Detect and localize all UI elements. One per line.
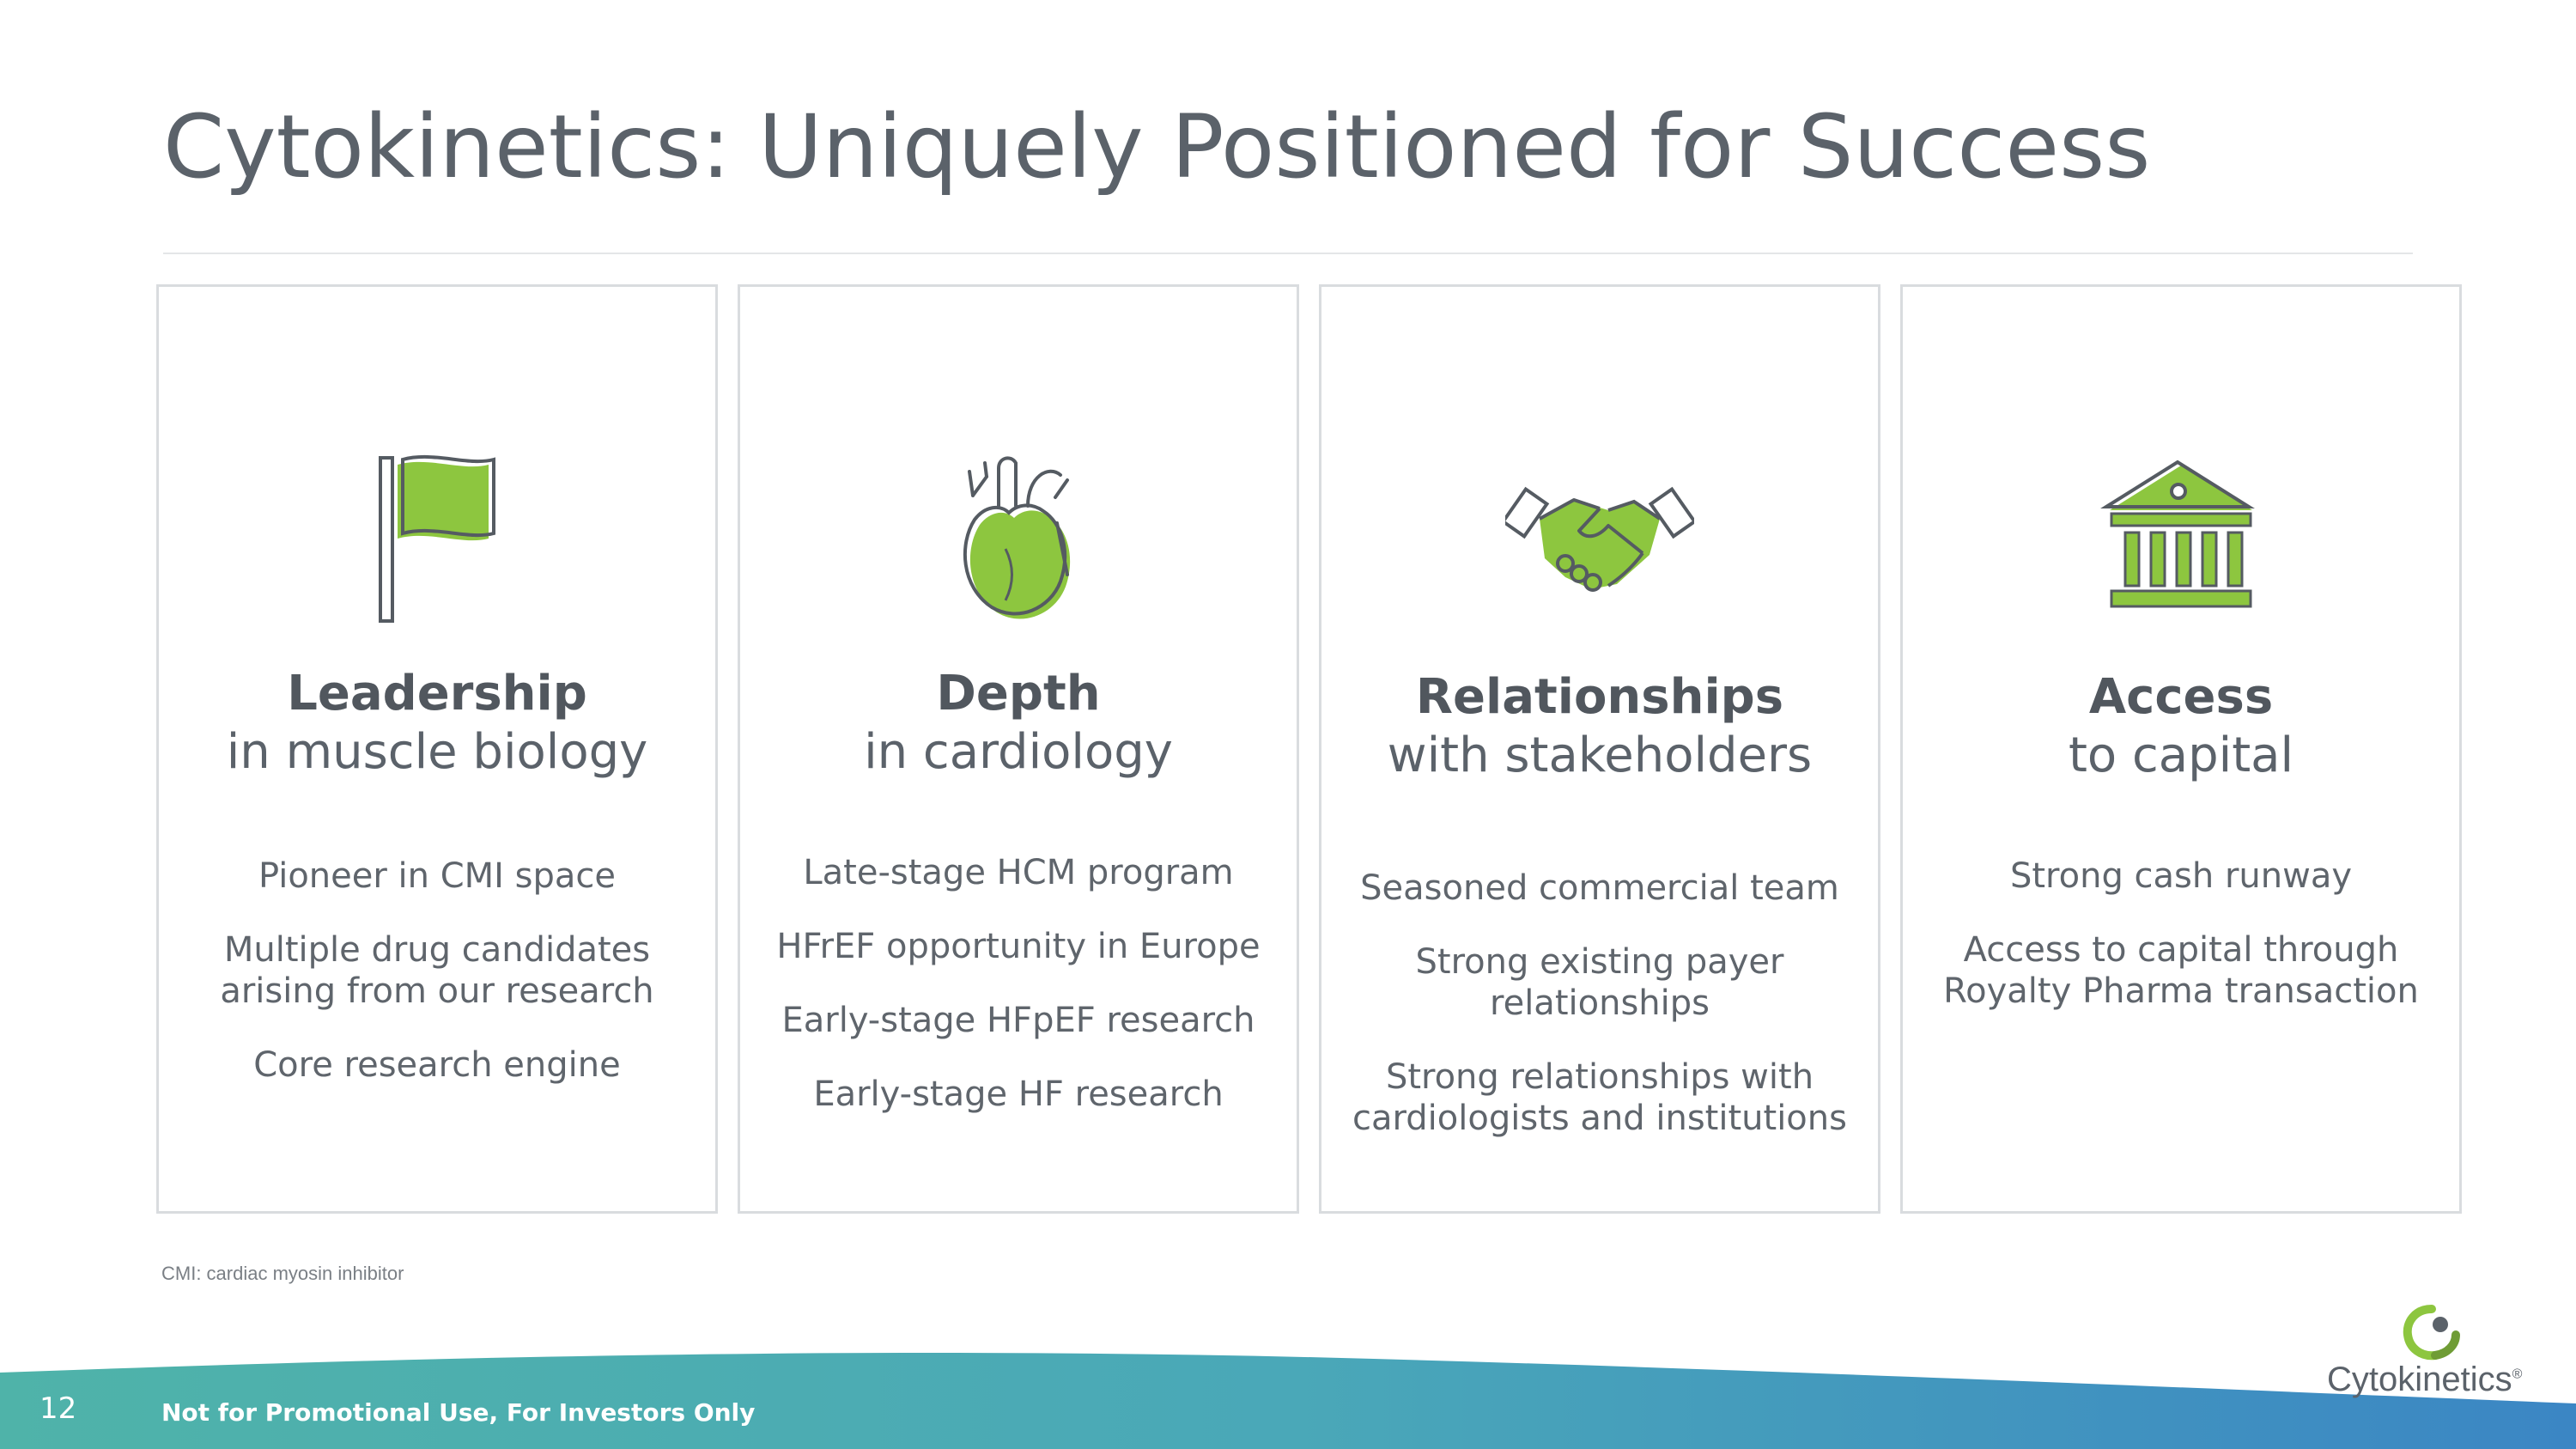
list-item: Strong relationships with cardiologists …	[1352, 1057, 1847, 1138]
logo-name: Cytokinetics	[2327, 1361, 2512, 1398]
card-heading: Depth	[936, 666, 1101, 721]
list-item: Strong existing payer relationships	[1415, 942, 1784, 1023]
card-heading: Relationships	[1415, 669, 1784, 725]
card-heading: Leadership	[287, 666, 587, 721]
list-item: Multiple drug candidates arising from ou…	[220, 930, 654, 1011]
list-item: Early-stage HF research	[813, 1075, 1224, 1114]
card-subheading: with stakeholders	[1387, 728, 1813, 783]
card-bullets: Pioneer in CMI space Multiple drug candi…	[167, 855, 707, 1118]
list-item: Seasoned commercial team	[1360, 868, 1839, 908]
list-item: Early-stage HFpEF research	[781, 1001, 1255, 1040]
card-relationships: Relationships with stakeholders Seasoned…	[1319, 284, 1880, 1214]
registered-mark: ®	[2512, 1367, 2523, 1382]
title-divider	[163, 253, 2413, 254]
flag-icon	[159, 441, 715, 630]
card-depth: Depth in cardiology Late-stage HCM progr…	[738, 284, 1299, 1214]
card-bullets: Seasoned commercial team Strong existing…	[1330, 868, 1869, 1172]
card-bullets: Strong cash runway Access to capital thr…	[1911, 855, 2451, 1044]
logo-wordmark: Cytokinetics®	[2327, 1361, 2522, 1399]
card-subheading: in muscle biology	[226, 724, 648, 780]
page-number: 12	[39, 1391, 77, 1426]
footer-wave	[0, 1353, 2576, 1449]
card-bullets: Late-stage HCM program HFrEF opportunity…	[749, 852, 1288, 1148]
logo-swirl-icon	[2403, 1304, 2463, 1364]
list-item: Pioneer in CMI space	[258, 856, 617, 896]
page-title: Cytokinetics: Uniquely Positioned for Su…	[163, 96, 2151, 198]
list-item: Strong cash runway	[2009, 856, 2353, 896]
handshake-icon	[1321, 441, 1878, 630]
card-access: Access to capital Strong cash runway Acc…	[1900, 284, 2462, 1214]
footer-disclaimer: Not for Promotional Use, For Investors O…	[161, 1398, 756, 1427]
card-subheading: in cardiology	[864, 724, 1173, 780]
card-subheading: to capital	[2068, 728, 2294, 783]
list-item: Core research engine	[253, 1045, 621, 1085]
list-item: Access to capital through Royalty Pharma…	[1943, 930, 2419, 1011]
list-item: HFrEF opportunity in Europe	[776, 927, 1261, 966]
card-heading: Access	[2088, 669, 2274, 725]
bank-building-icon	[1903, 441, 2459, 630]
card-leadership: Leadership in muscle biology Pioneer in …	[156, 284, 718, 1214]
footnote: CMI: cardiac myosin inhibitor	[161, 1263, 404, 1284]
heart-icon	[740, 441, 1297, 630]
list-item: Late-stage HCM program	[803, 853, 1234, 892]
